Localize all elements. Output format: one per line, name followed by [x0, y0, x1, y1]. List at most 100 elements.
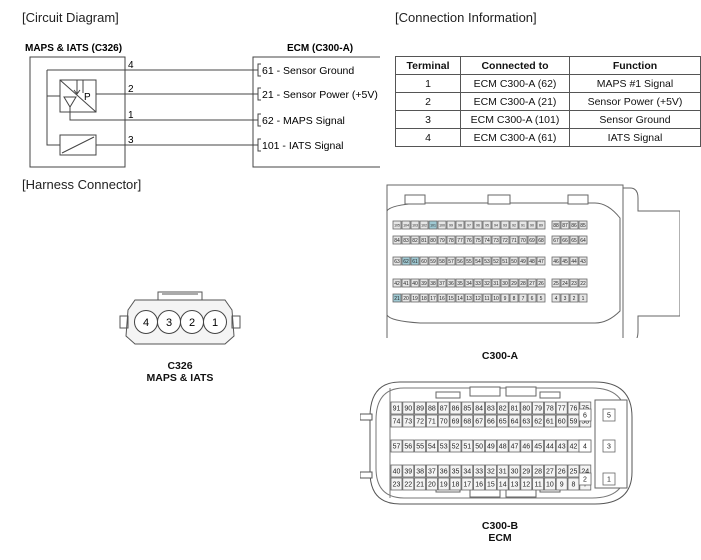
svg-text:56: 56 — [457, 259, 463, 265]
svg-text:3: 3 — [564, 296, 567, 302]
pin-59: 59 — [428, 256, 438, 266]
svg-text:13: 13 — [466, 296, 472, 302]
pin-31: 31 — [491, 278, 501, 288]
pin-104: 104 — [401, 220, 411, 230]
pin-3: 3 — [602, 439, 616, 453]
pin-56: 56 — [402, 439, 415, 453]
svg-text:95: 95 — [485, 223, 489, 227]
svg-text:31: 31 — [493, 281, 499, 287]
svg-text:47: 47 — [538, 259, 544, 265]
pin-12: 12 — [473, 293, 483, 303]
svg-text:26: 26 — [558, 469, 566, 476]
pin-45: 45 — [532, 439, 545, 453]
function-cell: IATS Signal — [569, 128, 701, 147]
svg-text:90: 90 — [404, 406, 412, 413]
pin-8: 8 — [509, 293, 519, 303]
svg-text:4: 4 — [583, 444, 587, 451]
pin-46: 46 — [551, 256, 561, 266]
svg-text:102: 102 — [421, 223, 427, 227]
svg-text:3: 3 — [607, 444, 611, 451]
pin-35: 35 — [455, 278, 465, 288]
svg-text:70: 70 — [520, 238, 526, 244]
svg-text:49: 49 — [487, 444, 495, 451]
pin-65: 65 — [496, 414, 509, 428]
pin-44: 44 — [569, 256, 579, 266]
svg-text:25: 25 — [570, 469, 578, 476]
svg-text:35: 35 — [452, 469, 460, 476]
header-terminal: Terminal — [395, 56, 461, 75]
svg-text:68: 68 — [538, 238, 544, 244]
pin-51: 51 — [461, 439, 474, 453]
pin-label-3: 3 — [128, 135, 134, 146]
table-header-row: Terminal Connected to Function — [395, 56, 701, 75]
svg-text:10: 10 — [493, 296, 499, 302]
pin-85: 85 — [461, 401, 474, 415]
svg-text:27: 27 — [529, 281, 535, 287]
svg-text:17: 17 — [430, 296, 436, 302]
pin-37: 37 — [437, 278, 447, 288]
pin-46: 46 — [520, 439, 533, 453]
wire-pin-1 — [69, 107, 258, 121]
svg-text:80: 80 — [522, 406, 530, 413]
svg-text:70: 70 — [440, 419, 448, 426]
svg-text:13: 13 — [511, 482, 519, 489]
svg-text:25: 25 — [553, 281, 559, 287]
ecm-pin-21: 21 - Sensor Power (+5V) — [262, 89, 378, 101]
svg-text:8: 8 — [572, 482, 576, 489]
svg-text:96: 96 — [476, 223, 480, 227]
pin-80: 80 — [428, 235, 438, 245]
connected-cell: ECM C300-A (101) — [460, 110, 570, 129]
pin-77: 77 — [455, 235, 465, 245]
sensor-box — [29, 56, 126, 168]
svg-text:64: 64 — [580, 238, 586, 244]
pin-45: 45 — [560, 256, 570, 266]
svg-text:67: 67 — [553, 238, 559, 244]
svg-text:61: 61 — [546, 419, 554, 426]
svg-text:1: 1 — [212, 317, 218, 329]
svg-text:6: 6 — [531, 296, 534, 302]
pin-9: 9 — [555, 477, 568, 491]
svg-text:63: 63 — [522, 419, 530, 426]
pin-50: 50 — [473, 439, 485, 453]
pin-92: 92 — [509, 220, 519, 230]
pin-6: 6 — [578, 408, 592, 422]
pin-42: 42 — [392, 278, 402, 288]
svg-text:1: 1 — [607, 477, 611, 484]
pin-103: 103 — [410, 220, 420, 230]
pin-73: 73 — [402, 414, 415, 428]
pin-21: 21 — [414, 477, 426, 491]
connection-info-title: [Connection Information] — [395, 10, 537, 25]
svg-text:46: 46 — [522, 444, 530, 451]
svg-text:55: 55 — [466, 259, 472, 265]
svg-text:81: 81 — [511, 406, 519, 413]
pin-55: 55 — [414, 439, 426, 453]
pin-87: 87 — [437, 401, 450, 415]
pin-105: 105 — [392, 220, 402, 230]
c326-pin-2: 2 — [180, 310, 204, 334]
pin-5: 5 — [602, 408, 616, 422]
pin-14: 14 — [455, 293, 465, 303]
pin-15: 15 — [446, 293, 456, 303]
svg-text:36: 36 — [448, 281, 454, 287]
svg-text:39: 39 — [421, 281, 427, 287]
svg-text:87: 87 — [440, 406, 448, 413]
pin-4: 4 — [578, 439, 592, 453]
svg-text:21: 21 — [394, 296, 400, 302]
pin-18: 18 — [449, 477, 462, 491]
pin-95: 95 — [482, 220, 492, 230]
svg-text:40: 40 — [393, 469, 401, 476]
svg-text:77: 77 — [457, 238, 463, 244]
c326-label: C326 — [167, 360, 193, 372]
svg-text:89: 89 — [416, 406, 424, 413]
pin-33: 33 — [473, 464, 485, 478]
connected-cell: ECM C300-A (62) — [460, 74, 570, 93]
pin-9: 9 — [500, 293, 510, 303]
svg-text:79: 79 — [439, 238, 445, 244]
pin-28: 28 — [532, 464, 545, 478]
pin-67: 67 — [551, 235, 561, 245]
svg-text:33: 33 — [475, 281, 481, 287]
pin-35: 35 — [449, 464, 462, 478]
pin-54: 54 — [426, 439, 438, 453]
c300b-connector: 9190898887868584838281807978777675747372… — [360, 381, 633, 505]
